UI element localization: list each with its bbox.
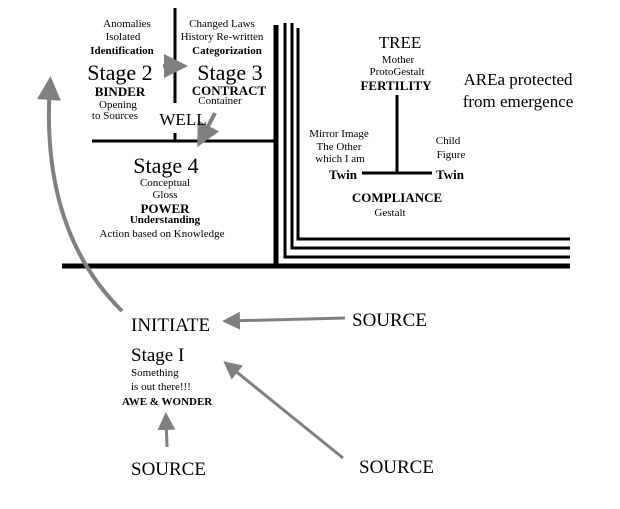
area-line1: AREa protected (463, 70, 573, 89)
nested-line-3 (296, 28, 570, 241)
arrow-initiate-to-stage2 (36, 76, 124, 313)
stage1-sub1: Something (131, 367, 179, 379)
stage3-line2: History Re-written (181, 31, 264, 43)
stage1-title: Stage I (131, 345, 184, 366)
stage3-title: Stage 3 (197, 60, 262, 85)
tree-sub2: ProtoGestalt (370, 66, 425, 78)
stage2-line3: Identification (90, 45, 154, 57)
area-label: AREa protected from emergence (463, 70, 574, 111)
tree-role: FERTILITY (360, 78, 432, 93)
tree-right2: Figure (437, 149, 466, 161)
source-bottom: SOURCE (131, 459, 206, 480)
arrow-source-to-stage1 (223, 361, 344, 460)
tree-left3: which I am (315, 153, 365, 165)
stage2-block: Anomalies Isolated Identification Stage … (87, 18, 153, 122)
stage4-sub1: Conceptual (140, 177, 190, 189)
area-line2: from emergence (463, 92, 574, 111)
tree-block: TREE Mother ProtoGestalt FERTILITY Mirro… (309, 33, 465, 219)
arrow-stage3-to-stage4 (197, 112, 220, 148)
twin-left: Twin (329, 167, 358, 182)
tree-left1: Mirror Image (309, 128, 369, 140)
arrow-source-to-initiate (222, 311, 346, 330)
stage3-line3: Categorization (192, 45, 262, 57)
stage4-block: Stage 4 Conceptual Gloss POWER Understan… (100, 153, 225, 240)
nested-line-2 (290, 23, 570, 250)
stage2-line1: Anomalies (103, 18, 151, 30)
stage2-line2: Isolated (106, 31, 141, 43)
stage1-role: INITIATE (131, 315, 210, 336)
stage3-line1: Changed Laws (189, 18, 255, 30)
stage3-sub1: Container (198, 95, 242, 107)
stage4-line2: Action based on Knowledge (100, 228, 225, 240)
arrow-source-up (157, 412, 176, 448)
frame-lines (62, 8, 570, 269)
stage4-sub2: Gloss (152, 189, 177, 201)
well-label: WELL (159, 110, 206, 129)
stage2-sub1: Opening (99, 99, 137, 111)
stage4-title: Stage 4 (133, 153, 198, 178)
stage3-block: Changed Laws History Re-written Categori… (181, 18, 267, 107)
tree-right1: Child (436, 135, 461, 147)
stage2-sub2: to Sources (92, 110, 138, 122)
stage1-sub2: is out there!!! (131, 381, 191, 393)
tree-sub1: Mother (382, 54, 415, 66)
stage2-title: Stage 2 (87, 60, 152, 85)
stage2-role: BINDER (95, 84, 146, 99)
stage1-line1: AWE & WONDER (122, 396, 213, 408)
stage3-role: CONTRACT (192, 83, 267, 98)
tree-title: TREE (379, 33, 422, 52)
source-right-top: SOURCE (352, 310, 427, 331)
tree-left2: The Other (317, 141, 362, 153)
stage4-line1: Understanding (130, 214, 201, 226)
nested-line-1 (283, 23, 570, 259)
arrows (36, 54, 346, 460)
gestalt-label: Gestalt (374, 207, 405, 219)
twin-right: Twin (436, 167, 465, 182)
compliance-label: COMPLIANCE (352, 190, 442, 205)
source-right-bottom: SOURCE (359, 457, 434, 478)
stage4-role: POWER (140, 201, 190, 216)
stage1-block: INITIATE Stage I Something is out there!… (122, 315, 213, 408)
